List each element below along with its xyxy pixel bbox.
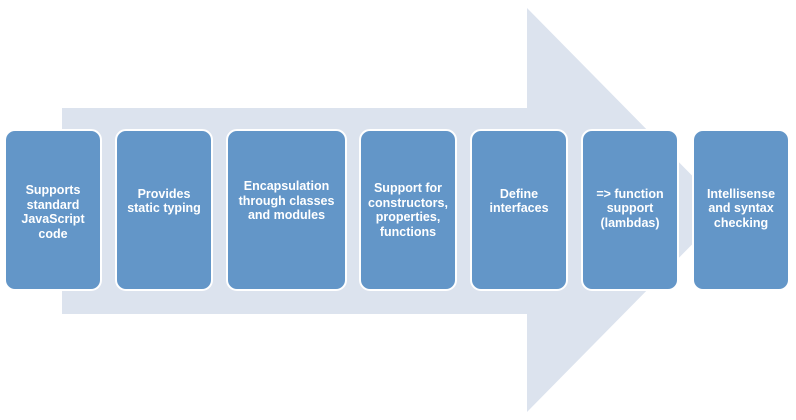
step-label-2: Provides static typing (127, 186, 201, 216)
step-box-4: Support for constructors, properties, fu… (359, 129, 457, 291)
step-box-7: Intellisense and syntax checking (692, 129, 790, 291)
step-label-3: Encapsulation through classes and module… (238, 179, 335, 223)
step-box-5: Define interfaces (470, 129, 568, 291)
step-box-3: Encapsulation through classes and module… (226, 129, 347, 291)
step-box-6: => function support (lambdas) (581, 129, 679, 291)
step-label-6: => function support (lambdas) (596, 186, 664, 230)
step-label-7: Intellisense and syntax checking (706, 186, 776, 230)
step-label-1: Supports standard JavaScript code (21, 183, 85, 241)
step-label-5: Define interfaces (489, 186, 549, 216)
step-box-2: Provides static typing (115, 129, 213, 291)
step-box-1: Supports standard JavaScript code (4, 129, 102, 291)
step-label-4: Support for constructors, properties, fu… (368, 181, 448, 239)
